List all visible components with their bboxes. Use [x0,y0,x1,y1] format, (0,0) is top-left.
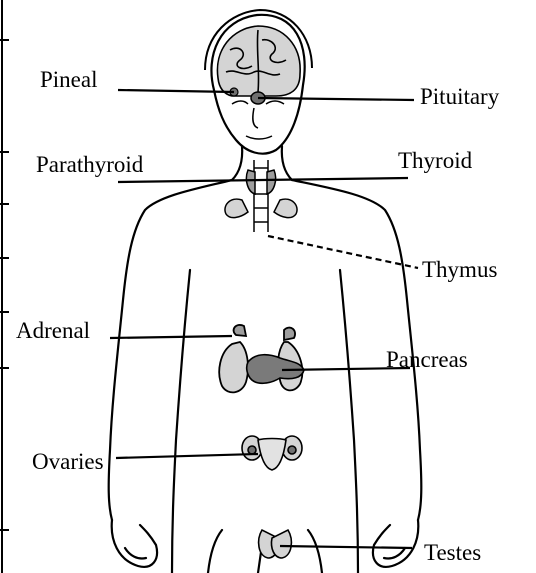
left-border [0,0,9,573]
leader-thyroid [262,178,408,180]
face [232,101,284,139]
leader-adrenal [110,336,232,338]
leader-lines [110,90,418,548]
brain [217,26,300,96]
ovaries-gland [242,436,302,470]
label-pineal: Pineal [40,67,98,93]
label-thymus: Thymus [422,257,497,283]
label-thyroid: Thyroid [398,148,472,174]
label-adrenal: Adrenal [16,318,90,344]
leader-pineal [118,90,234,92]
label-pituitary: Pituitary [420,84,499,110]
leader-testes [280,546,412,548]
label-ovaries: Ovaries [32,449,104,475]
testes-gland [259,530,292,558]
thyroid-gland [246,160,275,232]
leader-ovaries [116,454,258,458]
leader-thymus [268,236,418,268]
label-testes: Testes [424,540,481,566]
leader-parathyroid [118,180,262,182]
label-pancreas: Pancreas [386,347,468,373]
leader-pituitary [258,98,414,100]
label-parathyroid: Parathyroid [36,152,143,178]
